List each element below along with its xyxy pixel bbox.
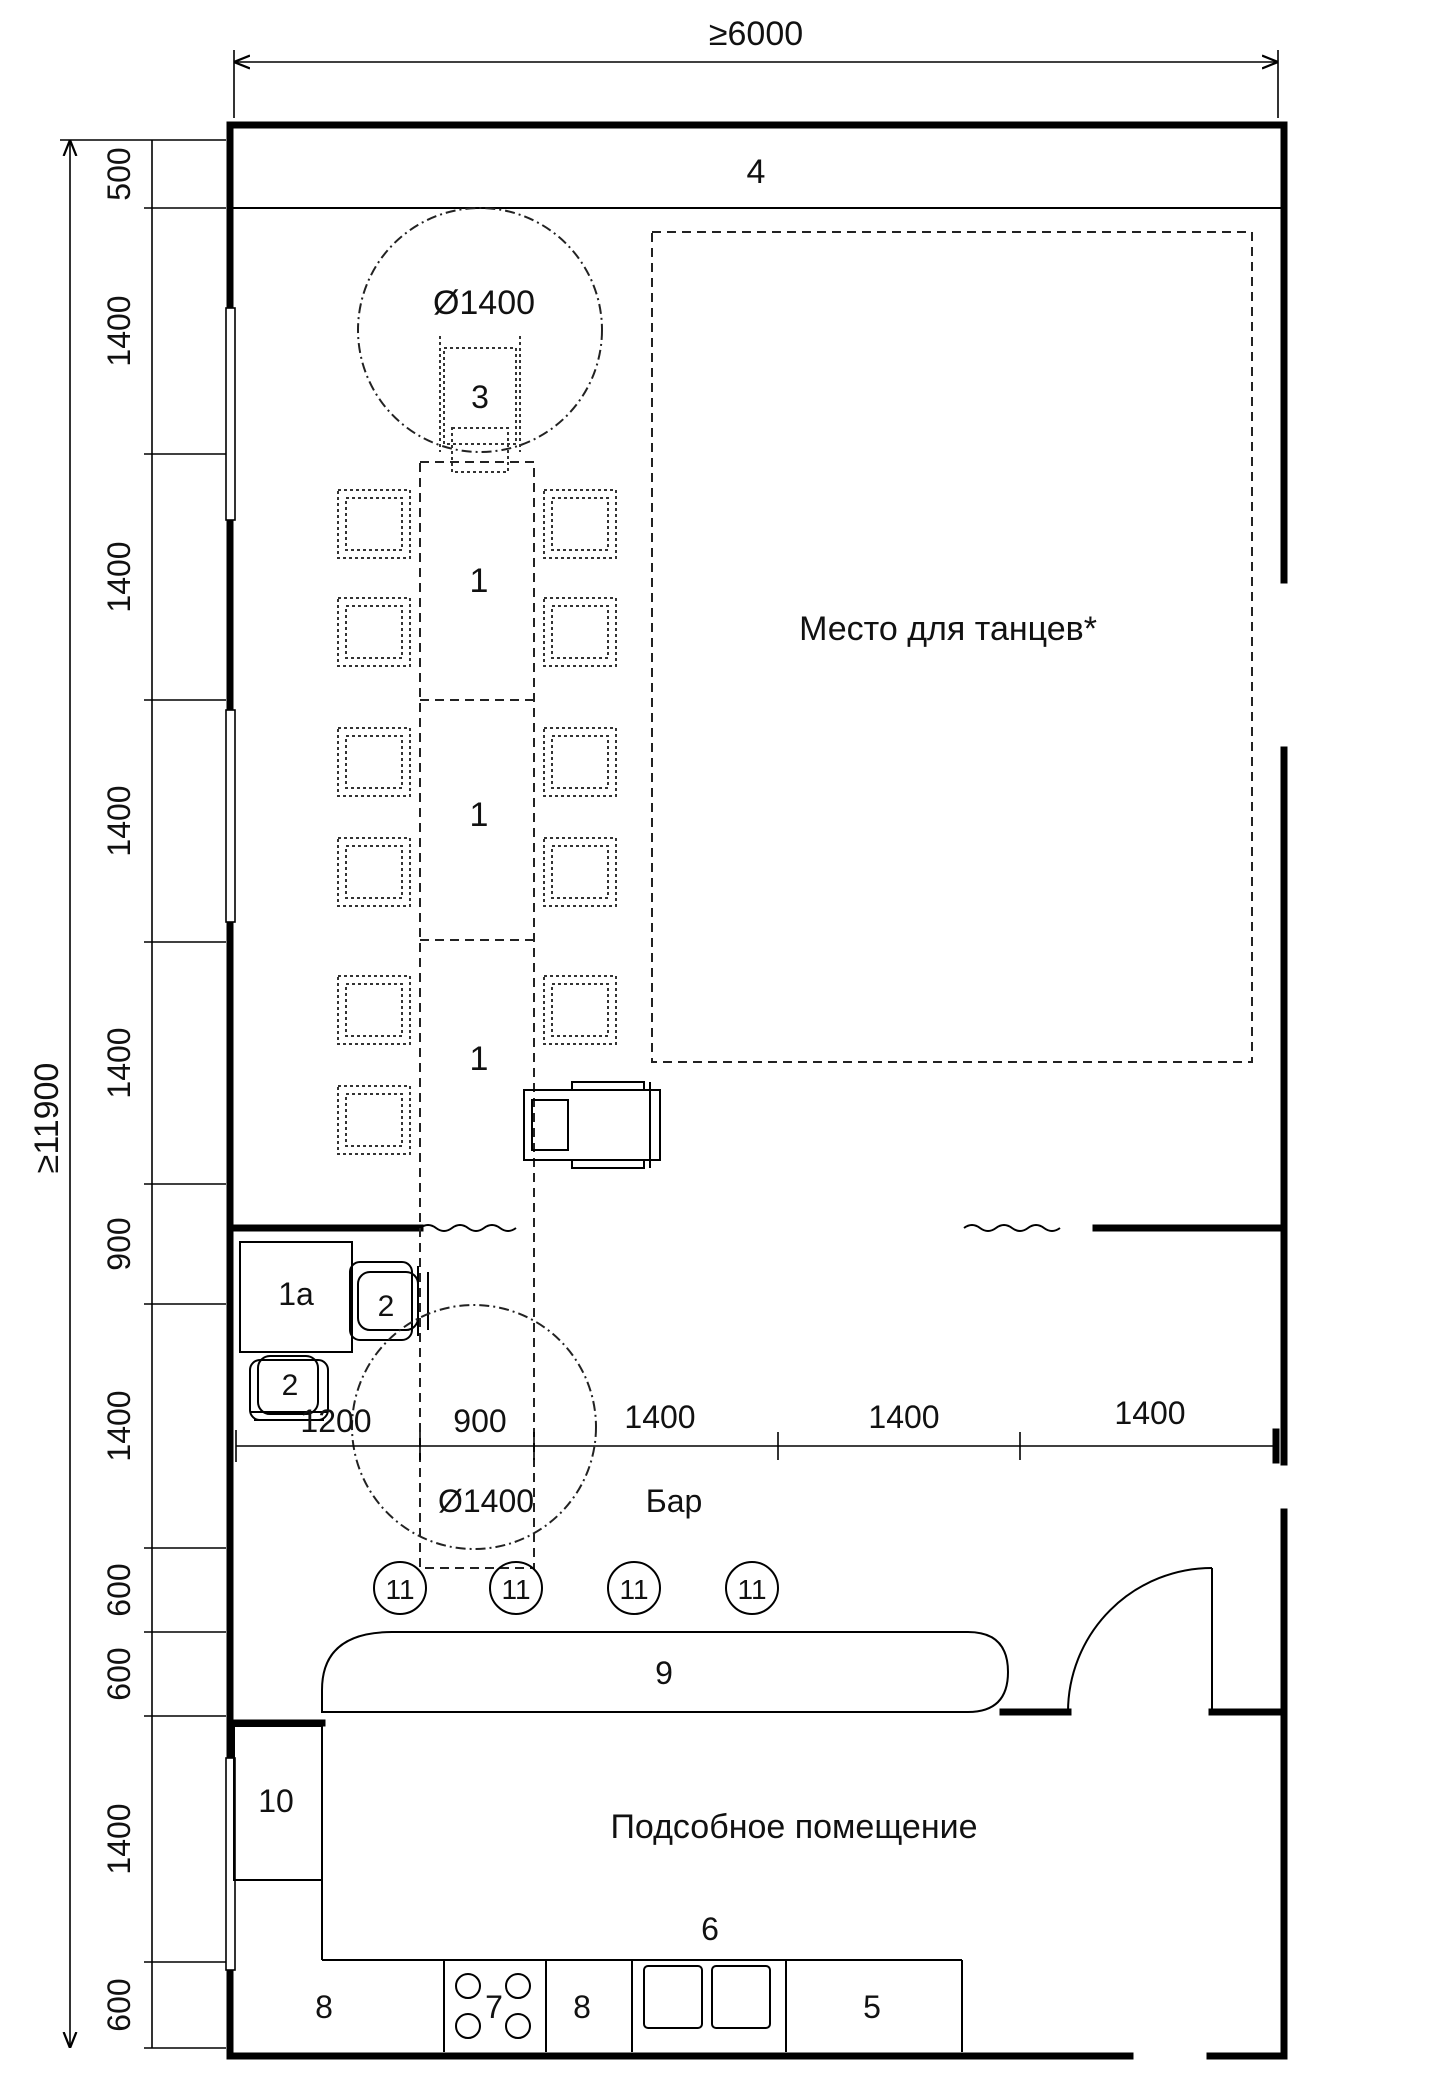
chairs-left: [337, 489, 411, 1155]
chair-2-right: [349, 1261, 429, 1341]
dimension-top-label: ≥6000: [709, 15, 803, 53]
dim-left-5: 1400: [101, 1027, 137, 1098]
bar-stools: [373, 1561, 779, 1615]
dimension-left-segments: [144, 140, 226, 2049]
bar-label: Бар: [646, 1483, 703, 1519]
turning-circle-top-label: Ø1400: [433, 284, 535, 322]
dim-bar-3: 1400: [624, 1399, 695, 1435]
dim-left-9: 600: [101, 1647, 137, 1700]
bar-counter-number: 9: [655, 1655, 673, 1691]
dim-bar-2: 900: [453, 1403, 506, 1439]
chairs-right: [543, 489, 617, 1045]
table-1-number: 1: [470, 562, 489, 600]
dim-left-11: 600: [101, 1978, 137, 2031]
dim-bar-5: 1400: [1114, 1395, 1185, 1431]
dimension-left-total-label: ≥11900: [28, 1063, 66, 1174]
tables: [419, 461, 535, 1569]
window-2: [225, 709, 236, 923]
cabinet: [233, 1725, 323, 1881]
utility-room-label: Подсобное помещение: [610, 1808, 977, 1846]
dim-left-2: 1400: [101, 295, 137, 366]
chair-2-bottom-number: 2: [282, 1369, 299, 1402]
stage-number: 4: [747, 153, 766, 191]
outer-walls: [226, 121, 1288, 2060]
dim-left-6: 900: [101, 1217, 137, 1270]
fridge-number: 5: [863, 1989, 881, 2025]
kitchen-line: [322, 1959, 963, 2052]
cupboard-mid-number: 8: [573, 1989, 591, 2025]
dim-bar-1: 1200: [300, 1403, 371, 1439]
dim-left-4: 1400: [101, 785, 137, 856]
door: [1067, 1567, 1213, 1713]
wheelchair-icon: [523, 1081, 661, 1169]
dimension-left-total: [60, 139, 226, 2048]
windows: [225, 307, 236, 1971]
dimension-bar-line: [235, 1428, 1280, 1464]
dance-area-label: Место для танцев*: [799, 610, 1097, 648]
turning-circle-mid: [351, 1304, 597, 1550]
dim-left-10: 1400: [101, 1803, 137, 1874]
dance-area: [651, 231, 1253, 1063]
bar-counter: [321, 1631, 1010, 1713]
dim-bar-4: 1400: [868, 1399, 939, 1435]
turning-circle-top: [357, 207, 603, 453]
cabinet-number: 10: [258, 1783, 294, 1819]
wheelchair-space-number: 3: [471, 379, 489, 415]
wheelchair-space-top: [439, 336, 521, 473]
dim-left-7: 1400: [101, 1390, 137, 1461]
cupboard-left-number: 8: [315, 1989, 333, 2025]
dim-left-1: 500: [101, 147, 137, 200]
chair-2-bottom: [249, 1355, 329, 1421]
stool-3-number: 11: [619, 1574, 648, 1605]
kitchen-line-number: 6: [701, 1911, 719, 1947]
dim-left-8: 600: [101, 1563, 137, 1616]
table-2-number: 1: [470, 796, 489, 834]
dim-left-3: 1400: [101, 541, 137, 612]
small-table: [239, 1241, 353, 1353]
stove-number: 7: [485, 1989, 503, 2025]
stool-4-number: 11: [737, 1574, 766, 1605]
turning-circle-mid-label: Ø1400: [438, 1483, 534, 1519]
dimension-top: [233, 50, 1279, 118]
window-1: [225, 307, 236, 521]
stool-2-number: 11: [501, 1574, 530, 1605]
chair-2-right-number: 2: [378, 1290, 395, 1323]
stool-1-number: 11: [385, 1574, 414, 1605]
small-table-number: 1a: [278, 1276, 314, 1312]
table-3-number: 1: [470, 1040, 489, 1078]
